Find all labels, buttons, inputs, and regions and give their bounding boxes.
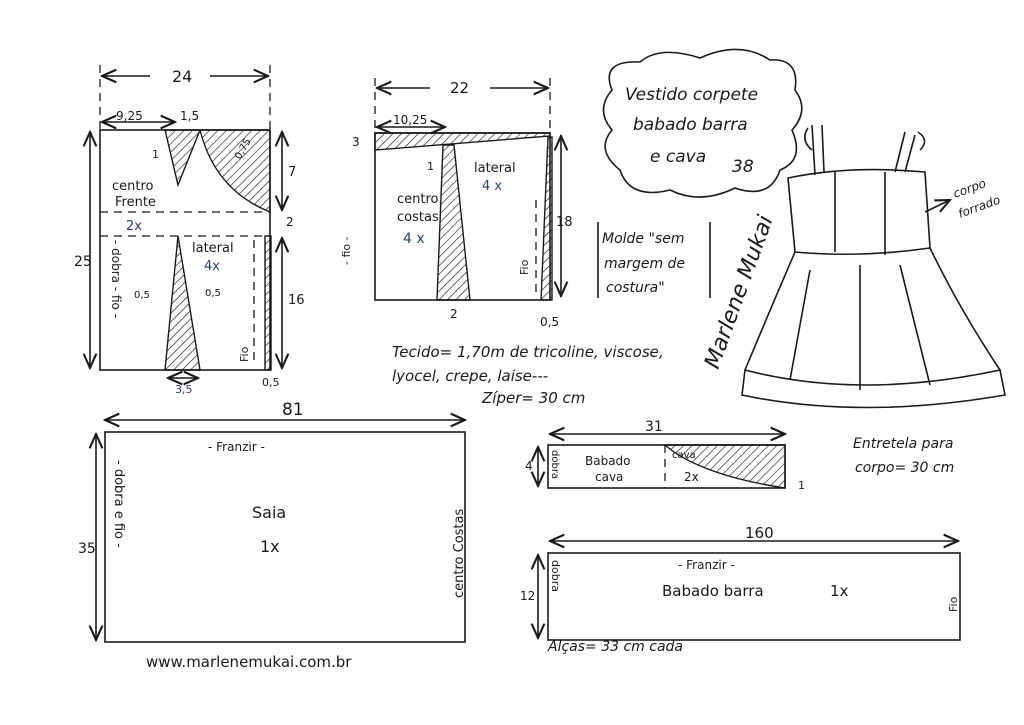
front-dart-top-label: 1 — [152, 148, 159, 161]
front-lateral-label: lateral — [192, 241, 234, 256]
skirt-left-label: - dobra e fio - — [111, 460, 126, 548]
front-center-label: centro — [112, 179, 154, 194]
hem-ruffle-left-label: dobra — [549, 560, 562, 592]
skirt-right-label: centro Costas — [452, 509, 467, 598]
front-seg3-label: 16 — [288, 293, 305, 308]
back-grain-left-label: - fio - — [340, 236, 353, 265]
front-center-label-2: Frente — [115, 195, 156, 210]
back-bodice-piece: 22 10,25 3 1 centro costas 4 x lateral 4… — [340, 78, 573, 329]
sleeve-ruffle-cava: cava — [672, 450, 696, 461]
back-height-label: 18 — [556, 215, 573, 230]
hem-ruffle-piece: 160 - Franzir - Babado barra 1x dobra Fi… — [520, 524, 961, 641]
sleeve-ruffle-end: 1 — [798, 479, 805, 492]
front-lateral-count: 4x — [204, 259, 220, 274]
sleeve-ruffle-height-label: 4 — [525, 459, 533, 473]
sleeve-ruffle-name-1: Babado — [585, 454, 631, 468]
title-line-2: babado barra — [633, 115, 748, 135]
signature: Marlene Mukai — [700, 212, 779, 372]
front-bottom-label: 3,5 — [175, 383, 193, 396]
hem-ruffle-count: 1x — [830, 582, 849, 600]
skirt-piece: 81 - Franzir - Saia 1x - dobra e fio - c… — [78, 400, 467, 643]
skirt-width-label: 81 — [282, 400, 304, 420]
title-cloud: Vestido corpete babado barra e cava 38 — [602, 48, 803, 198]
back-count-label: 4 x — [403, 231, 425, 247]
skirt-height-label: 35 — [78, 541, 96, 557]
sleeve-ruffle-fold: dobra — [549, 450, 560, 479]
back-center-label-2: costas — [397, 210, 439, 225]
title-line-1: Vestido corpete — [625, 85, 758, 105]
dress-label-1: corpo — [951, 176, 988, 201]
back-width-label: 22 — [450, 79, 469, 97]
interfacing-line-2: corpo= 30 cm — [855, 460, 954, 476]
front-dart-right-label: 0,5 — [205, 288, 221, 299]
back-bottom-label: 2 — [450, 307, 458, 321]
materials-line-1: Tecido= 1,70m de tricoline, viscose, — [392, 343, 664, 361]
note-line-1: Molde "sem — [602, 231, 684, 247]
back-left-width-label: 10,25 — [393, 113, 427, 127]
front-dart-left-label: 0,5 — [134, 290, 150, 301]
front-bodice-piece: 24 9,25 1,5 1 0,75 centro Frente 2x late… — [74, 65, 305, 396]
hem-ruffle-height-label: 12 — [520, 589, 535, 603]
hem-ruffle-name: Babado barra — [662, 582, 764, 600]
materials-line-2: lyocel, crepe, laise--- — [392, 367, 548, 385]
sleeve-ruffle-width-label: 31 — [645, 419, 663, 435]
front-left-width-label: 9,25 — [116, 109, 143, 123]
front-width-label: 24 — [172, 67, 192, 86]
note-line-3: costura" — [606, 280, 665, 296]
front-seg2-label: 2 — [286, 215, 294, 229]
front-height-label: 25 — [74, 254, 92, 270]
front-seg1-label: 7 — [288, 165, 296, 180]
front-grain-label: Fio — [238, 346, 251, 362]
title-size: 38 — [732, 157, 754, 177]
materials-text: Tecido= 1,70m de tricoline, viscose, lyo… — [392, 343, 664, 407]
back-lateral-label: lateral — [474, 161, 516, 176]
skirt-name: Saia — [252, 503, 286, 522]
straps-note: Alças= 33 cm cada — [547, 639, 683, 655]
website-url: www.marlenemukai.com.br — [146, 653, 352, 671]
front-bottom-right-label: 0,5 — [262, 376, 280, 389]
skirt-count: 1x — [260, 537, 280, 556]
back-dart-top-label: 1 — [427, 160, 434, 173]
interfacing-text: Entretela para corpo= 30 cm — [853, 436, 954, 476]
sleeve-ruffle-piece: 31 dobra Babado cava cava 2x 1 4 — [525, 419, 805, 492]
title-line-3: e cava — [650, 147, 706, 167]
back-bottom-right-label: 0,5 — [540, 315, 559, 329]
note-line-2: margem de — [604, 256, 685, 272]
back-center-label: centro — [397, 192, 439, 207]
front-count-label: 2x — [126, 219, 142, 234]
front-fold-label: - dobra - fio - — [109, 240, 123, 318]
front-dart-width-label: 1,5 — [180, 109, 199, 123]
hem-ruffle-top-label: - Franzir - — [678, 558, 735, 572]
seam-allowance-note: Molde "sem margem de costura" — [597, 222, 711, 298]
skirt-top-label: - Franzir - — [208, 440, 265, 454]
materials-line-3: Zíper= 30 cm — [481, 389, 585, 407]
hem-ruffle-right-label: Fio — [947, 596, 960, 612]
back-top-label: 3 — [352, 135, 360, 149]
hem-ruffle-width-label: 160 — [745, 524, 774, 542]
back-grain-label: Fio — [518, 259, 531, 275]
sleeve-ruffle-name-2: cava — [595, 470, 623, 484]
sleeve-ruffle-count: 2x — [684, 470, 699, 484]
interfacing-line-1: Entretela para — [853, 436, 953, 452]
back-lateral-count: 4 x — [482, 179, 502, 194]
